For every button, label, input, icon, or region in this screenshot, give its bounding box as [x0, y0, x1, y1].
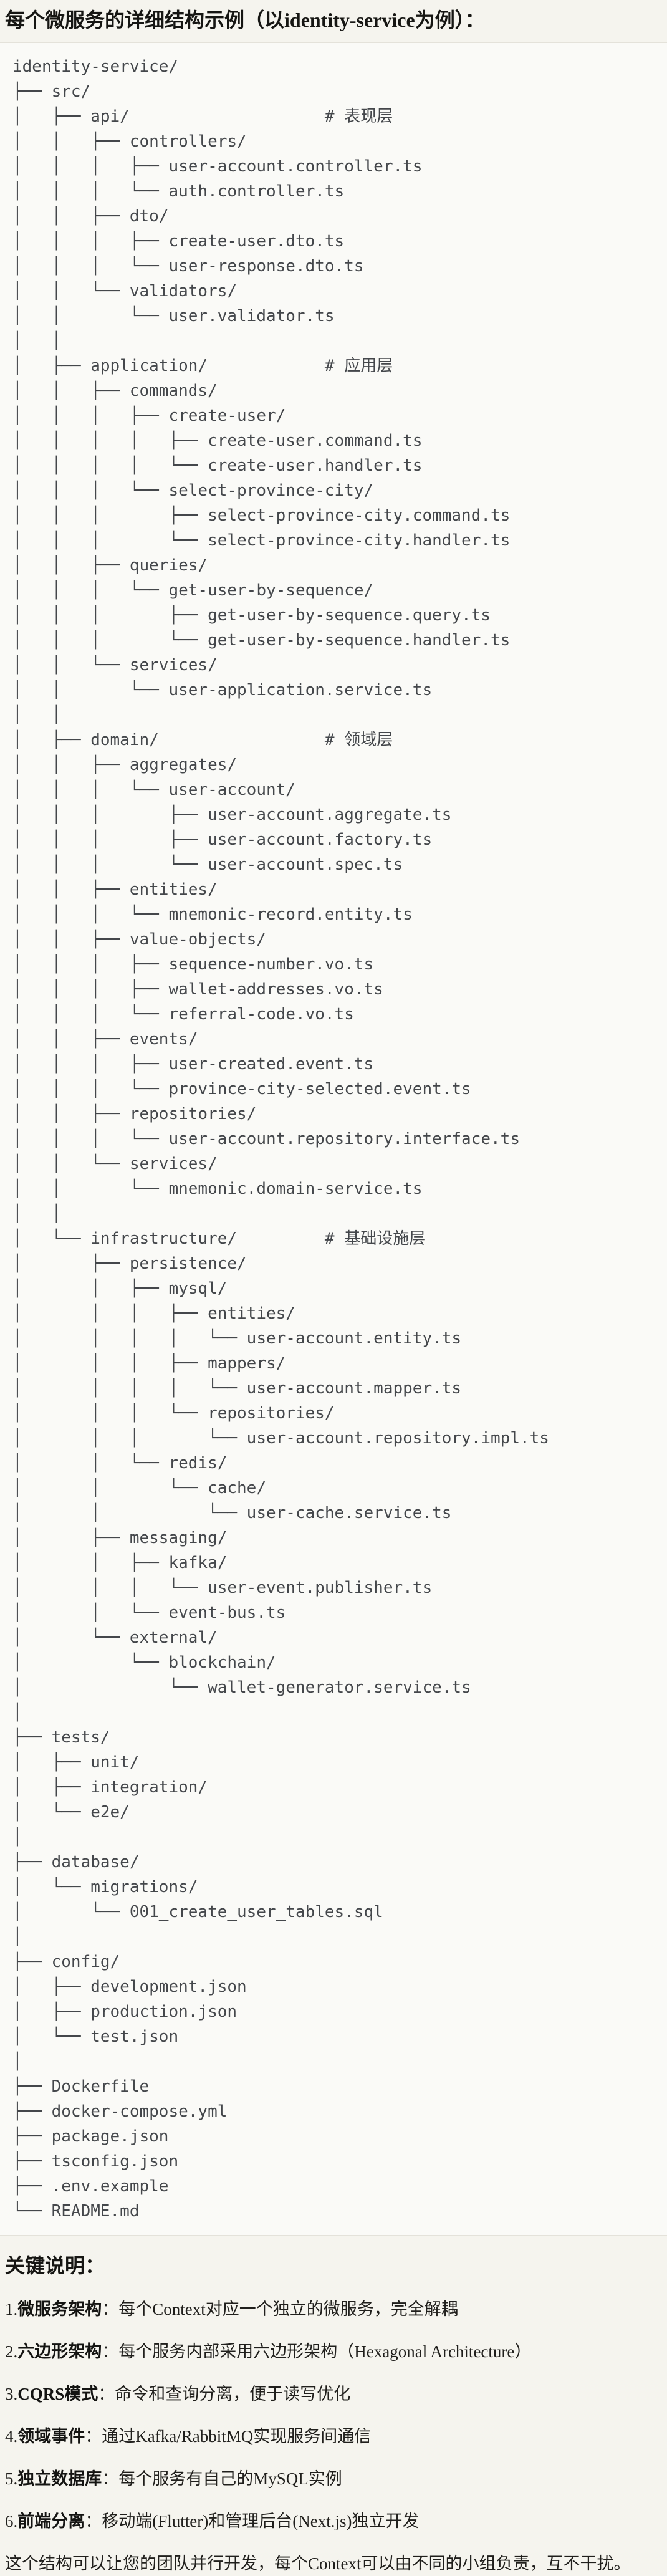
- note-item-2: 2.六边形架构：每个服务内部采用六边形架构（Hexagonal Architec…: [5, 2339, 661, 2364]
- page-title: 每个微服务的详细结构示例（以identity-service为例）：: [5, 9, 485, 31]
- note-desc: ：每个服务有自己的MySQL实例: [102, 2469, 342, 2488]
- note-item-6: 6.前端分离：移动端(Flutter)和管理后台(Next.js)独立开发: [5, 2509, 661, 2534]
- note-label: 独立数据库: [17, 2469, 102, 2488]
- note-number: 4.: [5, 2426, 18, 2446]
- note-desc: ：通过Kafka/RabbitMQ实现服务间通信: [85, 2426, 372, 2446]
- note-label: 微服务架构: [17, 2299, 102, 2319]
- note-desc: ：命令和查询分离，便于读写优化: [98, 2384, 351, 2403]
- note-number: 2.: [5, 2342, 18, 2361]
- note-label: 领域事件: [17, 2426, 85, 2446]
- note-number: 5.: [5, 2469, 18, 2488]
- note-desc: ：每个服务内部采用六边形架构（Hexagonal Architecture）: [102, 2342, 532, 2361]
- note-item-4: 4.领域事件：通过Kafka/RabbitMQ实现服务间通信: [5, 2424, 661, 2449]
- note-label: CQRS模式: [17, 2384, 98, 2403]
- note-item-5: 5.独立数据库：每个服务有自己的MySQL实例: [5, 2466, 661, 2491]
- note-item-1: 1.微服务架构：每个Context对应一个独立的微服务，完全解耦: [5, 2297, 661, 2322]
- code-block: identity-service/ ├── src/ │ ├── api/ # …: [0, 42, 667, 2236]
- note-number: 1.: [5, 2299, 18, 2319]
- note-desc: ：移动端(Flutter)和管理后台(Next.js)独立开发: [85, 2511, 420, 2530]
- note-number: 6.: [5, 2511, 18, 2530]
- closing-paragraph: 这个结构可以让您的团队并行开发，每个Context可以由不同的小组负责，互不干扰…: [5, 2554, 631, 2573]
- notes-title: 关键说明：: [5, 2254, 105, 2277]
- note-item-3: 3.CQRS模式：命令和查询分离，便于读写优化: [5, 2381, 661, 2406]
- notes-section: 关键说明： 1.微服务架构：每个Context对应一个独立的微服务，完全解耦 2…: [0, 2252, 667, 2576]
- note-label: 六边形架构: [17, 2342, 102, 2361]
- file-tree: identity-service/ ├── src/ │ ├── api/ # …: [12, 57, 549, 2221]
- note-label: 前端分离: [17, 2511, 85, 2530]
- note-desc: ：每个Context对应一个独立的微服务，完全解耦: [102, 2299, 458, 2319]
- note-number: 3.: [5, 2384, 18, 2403]
